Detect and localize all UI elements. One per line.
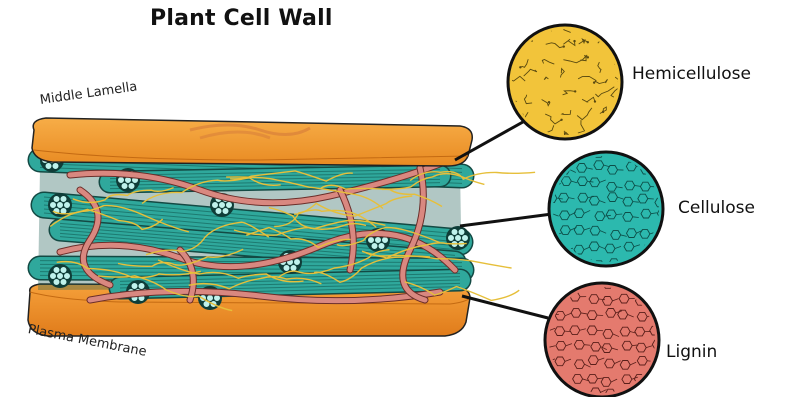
cellulose-circle <box>542 145 674 270</box>
lignin-label: Lignin <box>666 342 717 362</box>
fiber-network <box>38 148 535 311</box>
bundle-end-cap <box>446 226 470 250</box>
cellulose-label: Cellulose <box>678 198 755 218</box>
lignin-circle <box>539 276 671 397</box>
hemicellulose-circle <box>503 12 638 143</box>
hemicellulose-label: Hemicellulose <box>632 64 751 84</box>
bundle-end-cap <box>48 264 72 288</box>
middle-lamella-layer <box>32 118 472 166</box>
